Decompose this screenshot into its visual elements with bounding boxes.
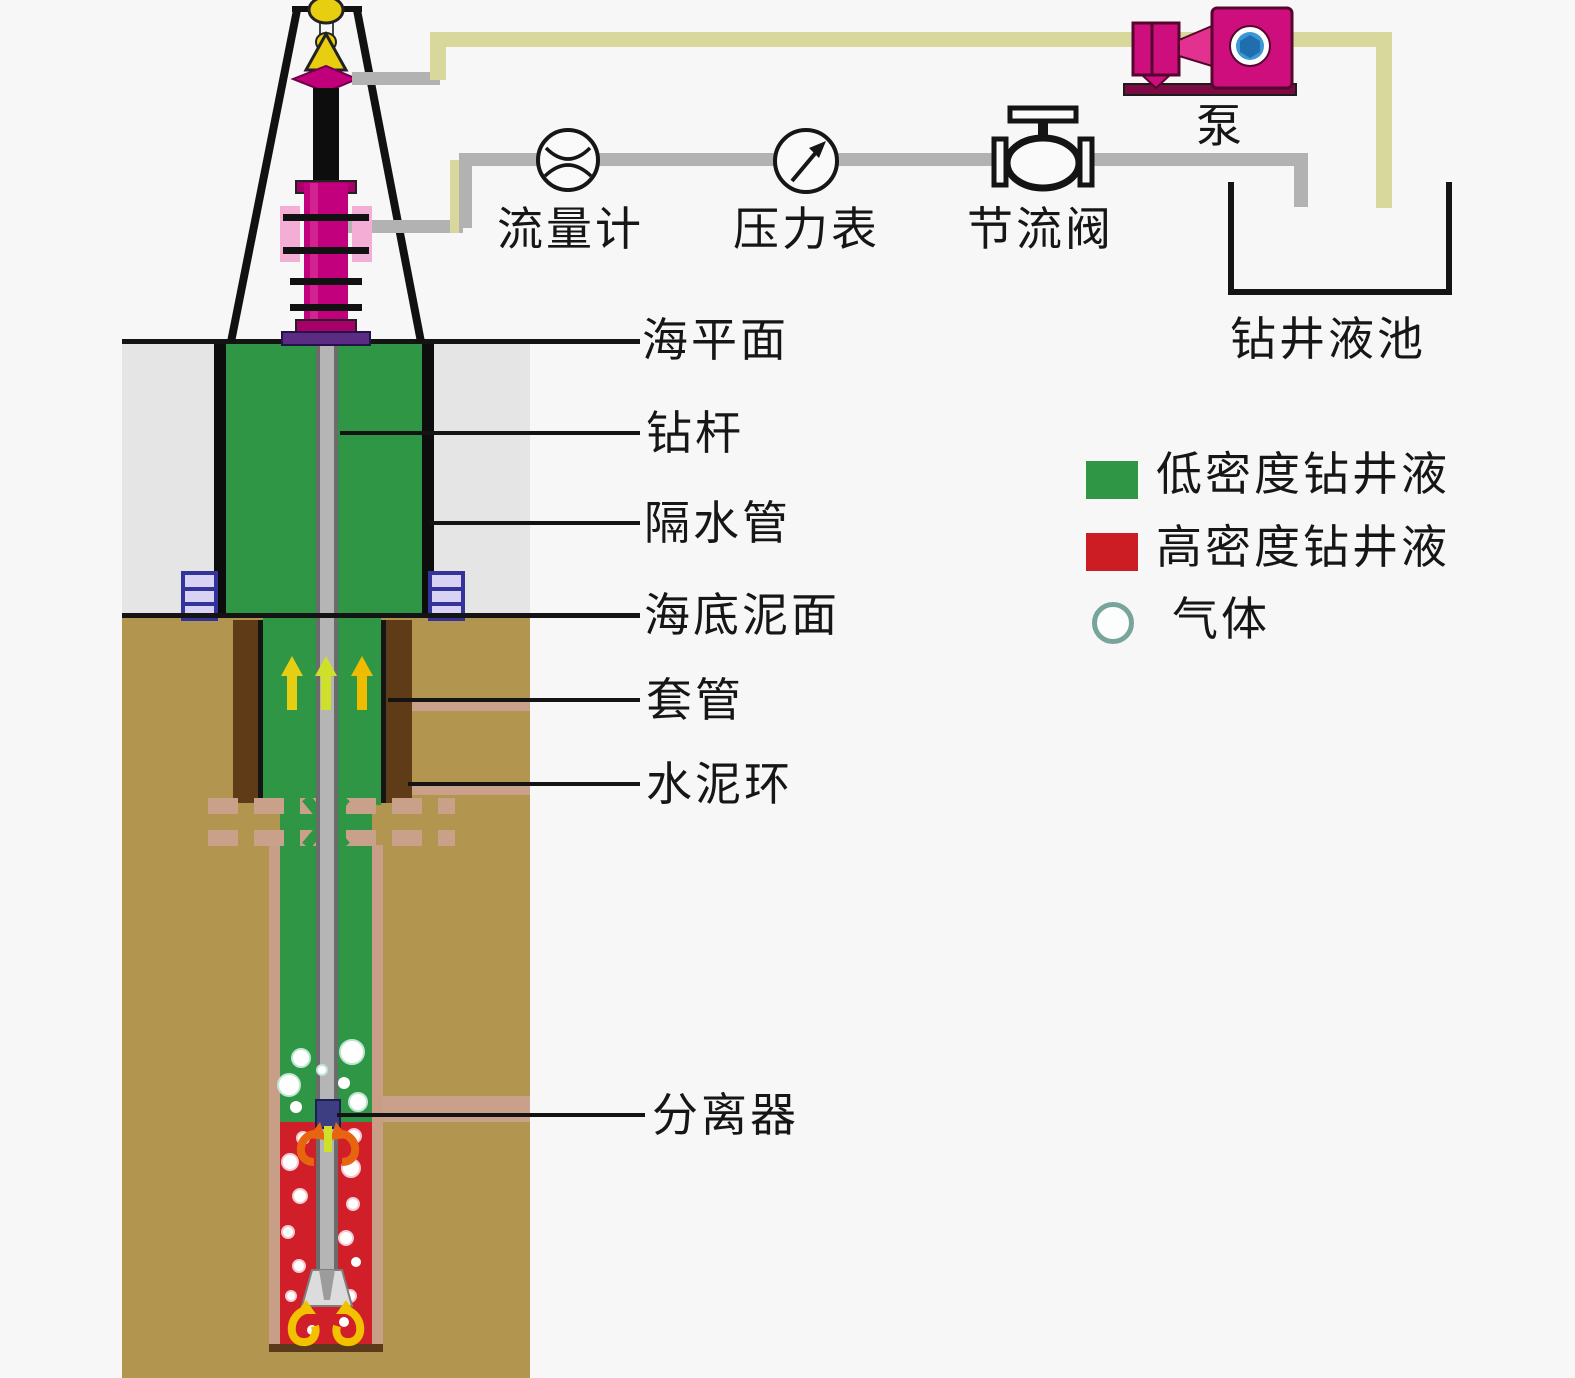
drill-bit [287,1269,365,1346]
legend-gas-label: 气体 [1172,594,1270,645]
wellhead-connectors [181,571,465,621]
pressure-gauge-icon [773,128,839,194]
legend-low-density-swatch [1086,461,1138,499]
throttle-valve-icon [991,105,1095,192]
kelly [313,88,339,186]
label-sea-level: 海平面 [642,315,789,366]
label-drill-pipe: 钻杆 [646,408,744,459]
mud-return-pipe [347,153,1308,233]
label-pressure-gauge: 压力表 [733,204,880,255]
label-cement-ring: 水泥环 [646,759,793,810]
pump-icon [1123,6,1297,96]
upflow-arrows [281,656,373,710]
mud-pit-tank [1228,182,1452,295]
legend-high-density-swatch [1086,533,1138,571]
traveling-block-icon [303,30,349,72]
label-throttle-valve: 节流阀 [967,204,1114,255]
sea-level-line [122,339,640,344]
label-mud-line: 海底泥面 [644,590,840,641]
label-riser: 隔水管 [644,498,791,549]
legend-gas-icon [1092,602,1134,644]
label-separator: 分离器 [652,1090,799,1141]
label-flow-meter: 流量计 [497,204,644,255]
formation-stripes [376,700,530,1122]
flow-meter-icon [536,128,600,192]
derrick [227,0,425,343]
drill-pipe [316,341,338,1275]
cement-ring [233,620,412,803]
borehole-wall [269,845,383,1352]
label-pump: 泵 [1196,101,1245,152]
separator-device [296,1099,360,1166]
bop-stack [280,180,372,346]
crown-block-icon [307,0,345,25]
mud-line [122,613,640,618]
leader-lines [122,339,645,1117]
label-casing: 套管 [646,675,744,726]
riser-walls [214,339,434,617]
label-mud-pit: 钻井液池 [1230,314,1426,365]
legend-low-density-label: 低密度钻井液 [1156,449,1450,500]
legend-high-density-label: 高密度钻井液 [1156,522,1450,573]
